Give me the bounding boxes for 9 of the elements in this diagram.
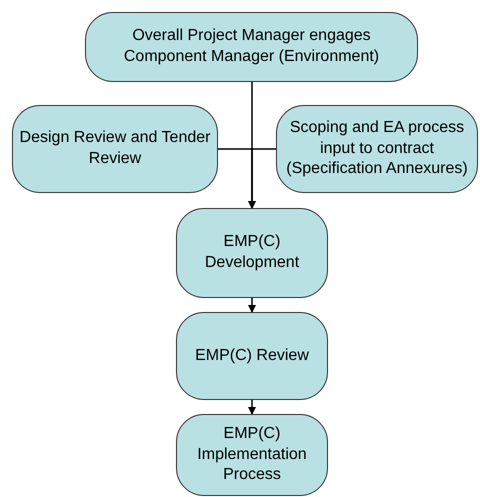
process-box: EMP(C) Review: [176, 312, 328, 400]
arrow: [248, 298, 256, 313]
process-box: Design Review and Tender Review: [12, 105, 218, 193]
process-box: Scoping and EA process input to contract (Specification Annexures): [276, 105, 478, 193]
arrow: [248, 400, 256, 415]
arrow: [248, 148, 276, 209]
process-box: EMP(C) Development: [176, 208, 328, 298]
process-box: Overall Project Manager engages Component Manager (Environment): [85, 12, 418, 82]
process-box: EMP(C) Implementation Process: [176, 414, 328, 496]
